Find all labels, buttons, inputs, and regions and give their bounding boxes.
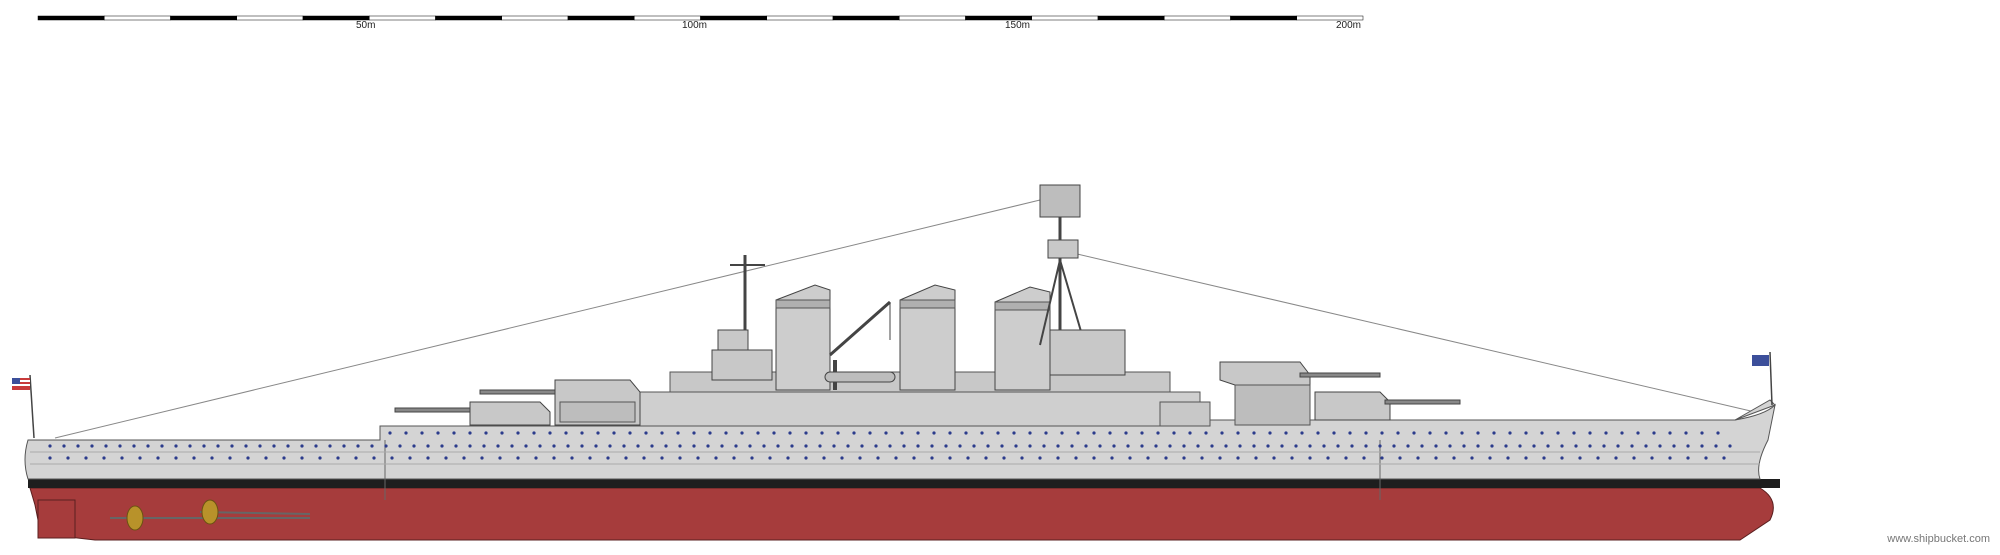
watermark-text: www.shipbucket.com xyxy=(1887,533,1990,545)
ships-boat xyxy=(824,371,896,383)
scale-bar xyxy=(37,15,1364,21)
scale-label-150m: 150m xyxy=(1005,20,1031,31)
propellers xyxy=(110,499,311,531)
spotting-top xyxy=(1047,239,1079,259)
funnel-aft xyxy=(775,284,831,391)
scale-label-100m: 100m xyxy=(682,20,708,31)
scale-label-50m: 50m xyxy=(356,20,376,31)
deck-house-main xyxy=(639,391,1201,427)
funnel-mid xyxy=(899,284,956,391)
portholes xyxy=(48,431,1732,460)
scale-label-200m: 200m xyxy=(1336,20,1362,31)
rudder xyxy=(37,499,76,539)
fore-bridge xyxy=(1049,329,1126,376)
aft-mast xyxy=(711,255,773,381)
fire-control-top xyxy=(1039,184,1081,218)
fore-turret-b xyxy=(1219,361,1381,426)
stern-ensign-staff xyxy=(12,374,35,439)
bow-jack-staff xyxy=(1752,351,1773,406)
aft-turret-y xyxy=(479,379,641,426)
boot-top-stripe xyxy=(28,479,1780,488)
aft-turret-x xyxy=(394,401,551,426)
rigging-lines xyxy=(54,199,1756,439)
fore-turret-a xyxy=(1314,391,1461,421)
deck-house-aft xyxy=(1159,401,1211,427)
